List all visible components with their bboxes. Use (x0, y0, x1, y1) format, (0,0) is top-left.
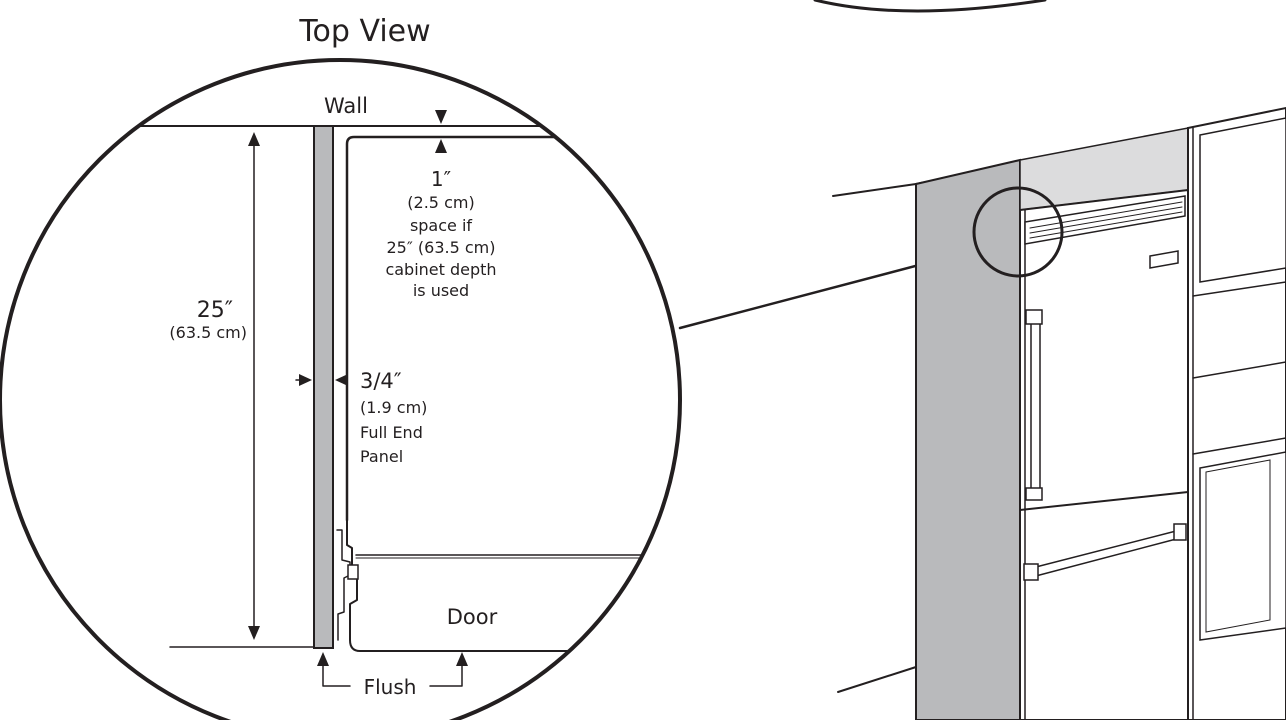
drawer-handle-right-mount (1173, 523, 1187, 541)
grille-line-1 (1029, 201, 1183, 229)
space-label-line2: 25″ (63.5 cm) (387, 238, 496, 257)
top-detail-circle-edge (813, 0, 1047, 13)
cabinet-drawer-line-2 (1192, 361, 1286, 379)
magnifier-circle (0, 58, 682, 720)
door-handle-top-mount (1025, 309, 1043, 325)
hinge-pin (347, 564, 359, 580)
flush-label: Flush (364, 675, 417, 699)
space-label-line4: is used (413, 281, 469, 300)
flush-arrow-right (456, 652, 468, 666)
depth-label-in: 25″ (197, 298, 233, 323)
panel-label-cm: (1.9 cm) (360, 398, 427, 417)
detail-callout-circle (972, 186, 1064, 278)
panel-label-line1: Full End (360, 423, 423, 442)
refrigerator-cabinet (345, 135, 680, 522)
flush-arrow-left (317, 652, 329, 666)
flush-leader-right (429, 664, 463, 687)
space-label-line1: space if (410, 216, 472, 235)
space-arrow-up (435, 139, 447, 153)
space-label-line3: cabinet depth (385, 260, 496, 279)
depth-arrow-top (248, 132, 260, 146)
door-hinge (346, 519, 680, 652)
grille-line-3 (1029, 211, 1183, 239)
perspective-end-panel (915, 158, 1021, 720)
control-display (1149, 250, 1179, 269)
space-label-cm: (2.5 cm) (407, 193, 474, 212)
panel-arrow-left (299, 374, 312, 386)
door-label: Door (447, 605, 498, 629)
lower-cabinet-door-inset (1205, 459, 1271, 633)
door-handle (1030, 315, 1041, 495)
upper-wall-line-left (832, 183, 917, 197)
end-panel (313, 125, 334, 649)
door-handle-bottom-mount (1025, 487, 1043, 501)
wall-label: Wall (324, 94, 368, 118)
upper-cabinet-door (1199, 117, 1286, 283)
cabinet-drawer-line-3 (1192, 437, 1286, 455)
depth-label-cm: (63.5 cm) (169, 323, 247, 342)
panel-arrow-right (335, 374, 348, 386)
floor-line-left (837, 666, 917, 693)
panel-label-line2: Panel (360, 447, 403, 466)
kitchen-perspective (832, 106, 1286, 720)
top-view-detail (0, 110, 680, 687)
cabinet-drawer-line-1 (1192, 281, 1286, 297)
panel-label-in: 3/4″ (360, 369, 402, 393)
flush-leader-left (322, 664, 351, 687)
space-label-in: 1″ (431, 167, 451, 191)
grille-line-2 (1029, 206, 1183, 234)
lower-cabinet-door (1199, 451, 1286, 641)
drawer-handle-left-mount (1023, 563, 1039, 581)
diagram-title: Top View (298, 14, 430, 49)
space-arrow-down (435, 110, 447, 124)
depth-arrow-bottom (248, 626, 260, 640)
freezer-drawer-line (1019, 491, 1189, 511)
refrigerator-body (1019, 188, 1189, 720)
